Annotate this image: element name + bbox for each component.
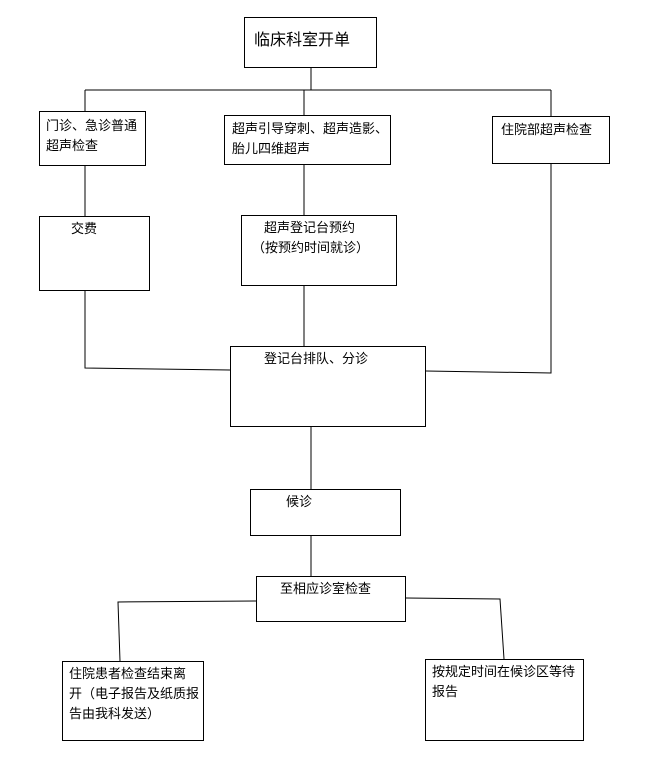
waiting-box: 候诊 [250,489,401,536]
outpatient-label-line1: 门诊、急诊普通 [46,119,138,134]
inpatient-end-label-line2: 开（电子报告及纸质报 [69,687,200,702]
registration-label: 登记台排队、分诊 [264,352,369,367]
inpatient-end-label-line1: 住院患者检查结束离 [69,667,187,682]
outpatient-end-label-line1: 按规定时间在候诊区等待 [432,665,576,680]
connector-exam-inpatient-end [117,600,257,662]
special-exam-box: 超声引导穿刺、超声造影、 胎儿四维超声 [224,115,391,165]
payment-box: 交费 [39,216,150,291]
appointment-label-line1: 超声登记台预约 [264,221,356,236]
appointment-label-line2: （按预约时间就诊） [252,241,370,256]
registration-box: 登记台排队、分诊 [230,346,426,427]
appointment-box: 超声登记台预约 （按预约时间就诊） [241,215,397,286]
waiting-label: 候诊 [286,495,313,510]
exam-box: 至相应诊室检查 [256,576,406,622]
outpatient-box: 门诊、急诊普通 超声检查 [39,111,146,166]
connector-inpatient-registration [425,164,552,374]
special-exam-label-line2: 胎儿四维超声 [232,142,311,157]
outpatient-end-label-line2: 报告 [432,685,459,700]
connector-exam-outpatient-end [405,597,505,660]
special-exam-label-line1: 超声引导穿刺、超声造影、 [232,122,389,137]
start-label: 临床科室开单 [254,30,351,49]
inpatient-end-box: 住院患者检查结束离 开（电子报告及纸质报 告由我科发送） [62,661,204,741]
exam-label: 至相应诊室检查 [280,582,372,597]
payment-label: 交费 [71,222,98,237]
connector-payment-registration [84,291,231,371]
inpatient-label: 住院部超声检查 [501,123,593,138]
inpatient-box: 住院部超声检查 [492,116,610,164]
start-box: 临床科室开单 [244,17,377,68]
inpatient-end-label-line3: 告由我科发送） [69,707,161,722]
outpatient-end-box: 按规定时间在候诊区等待 报告 [425,659,584,741]
outpatient-label-line2: 超声检查 [46,139,99,154]
